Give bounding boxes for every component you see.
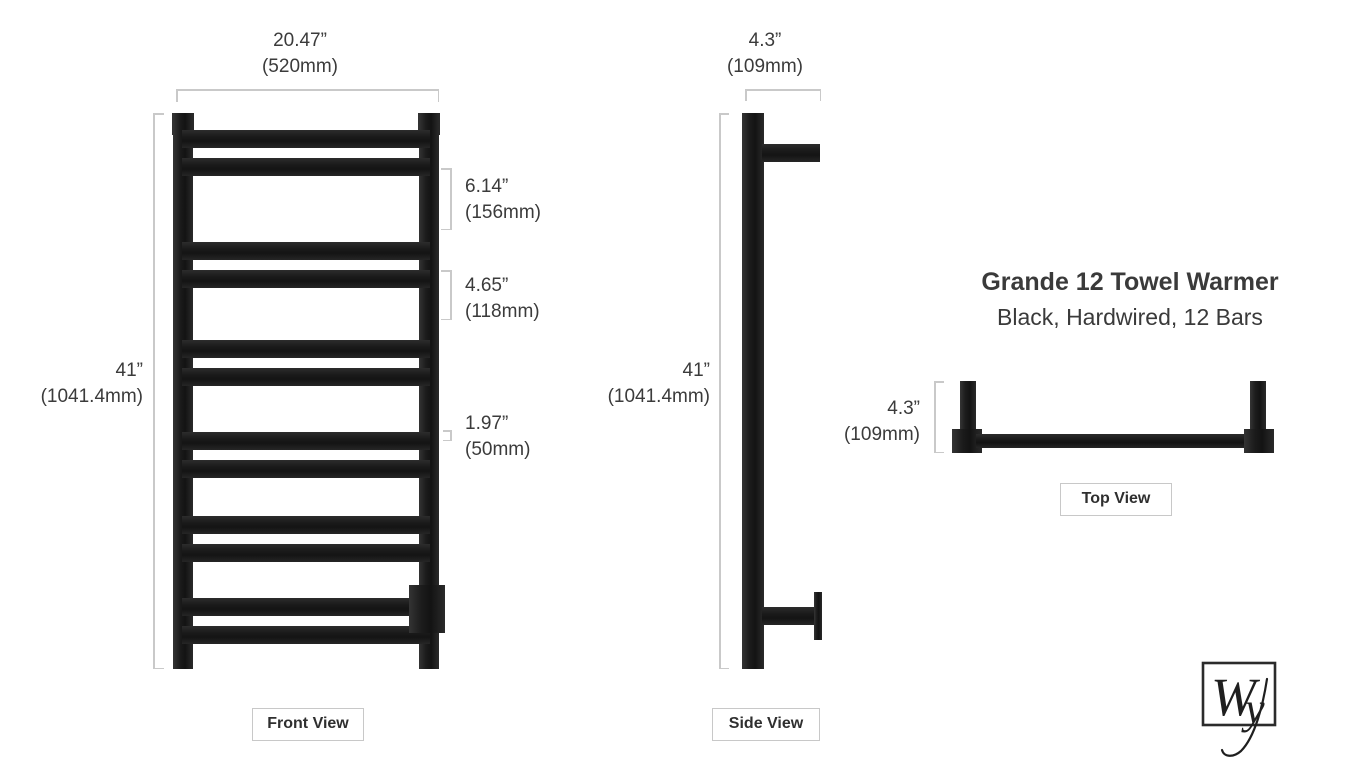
top-view-label: Top View	[1060, 483, 1172, 516]
gap-medium-bracket-tick-bottom	[441, 318, 451, 320]
side-depth-dimension-label: 4.3” (109mm)	[726, 30, 803, 77]
side-height-dimension-label: 41” (1041.4mm)	[607, 360, 710, 407]
side-height-bracket-tick-bottom	[719, 667, 729, 669]
front-towel-bar	[182, 270, 430, 288]
side-view-product	[742, 113, 832, 669]
product-subtitle: Black, Hardwired, 12 Bars	[997, 304, 1263, 330]
gap-small-bracket-line	[450, 430, 452, 441]
front-height-bracket-tick-top	[153, 113, 164, 115]
brand-logo-icon: W y	[1201, 661, 1277, 757]
side-upper-arm	[762, 144, 820, 162]
front-width-dimension-label: 20.47” (520mm)	[261, 30, 338, 77]
side-main-post	[742, 113, 764, 669]
gap-medium-bracket-tick-top	[441, 270, 451, 272]
side-depth-bracket-tick-right	[819, 89, 821, 101]
front-towel-bar	[182, 460, 430, 478]
gap-small-dimension-label: 1.97” (50mm)	[465, 413, 531, 460]
front-towel-bar	[182, 626, 430, 644]
top-view-product	[952, 381, 1282, 461]
front-width-bracket-tick-left	[176, 89, 178, 102]
side-depth-bracket-tick-left	[745, 89, 747, 101]
side-lower-arm-end-cap	[814, 592, 822, 640]
top-left-arm	[960, 381, 976, 439]
front-towel-bar	[182, 158, 430, 176]
gap-large-bracket-tick-top	[441, 168, 451, 170]
top-depth-bracket-line	[934, 381, 936, 453]
product-title: Grande 12 Towel Warmer	[981, 268, 1279, 296]
gap-small-bracket-tick-bottom	[443, 439, 451, 441]
front-bar-group	[172, 113, 440, 669]
gap-small-bracket-tick-top	[443, 430, 451, 432]
front-towel-bar	[182, 598, 430, 616]
control-box	[409, 585, 445, 633]
svg-text:W: W	[1211, 667, 1261, 727]
gap-medium-dimension-label: 4.65” (118mm)	[465, 275, 540, 322]
side-height-bracket-line	[719, 113, 721, 669]
front-view-label: Front View	[252, 708, 364, 741]
gap-large-dimension-label: 6.14” (156mm)	[465, 176, 542, 223]
front-width-bracket-tick-right	[437, 89, 439, 102]
front-towel-bar	[182, 432, 430, 450]
front-towel-bar	[182, 516, 430, 534]
top-depth-bracket-tick-bottom	[934, 451, 944, 453]
top-depth-bracket-tick-top	[934, 381, 944, 383]
side-view-label: Side View	[712, 708, 820, 741]
gap-medium-bracket-line	[450, 270, 452, 320]
brand-logo: W y	[1193, 657, 1293, 765]
front-view-product	[172, 113, 445, 669]
side-lower-arm	[762, 607, 820, 625]
gap-large-bracket-tick-bottom	[441, 228, 451, 230]
top-right-arm	[1250, 381, 1266, 439]
front-height-bracket-line	[153, 113, 155, 669]
side-height-bracket-tick-top	[719, 113, 729, 115]
top-depth-dimension-label: 4.3” (109mm)	[843, 398, 920, 445]
front-towel-bar	[182, 242, 430, 260]
top-right-foot	[1244, 429, 1274, 453]
front-height-bracket-tick-bottom	[153, 667, 164, 669]
front-height-dimension-label: 41” (1041.4mm)	[40, 360, 143, 407]
side-depth-bracket-line	[745, 89, 821, 91]
top-connecting-rail	[976, 434, 1254, 448]
front-towel-bar	[182, 130, 430, 148]
front-width-bracket-line	[176, 89, 439, 91]
front-towel-bar	[182, 368, 430, 386]
gap-large-bracket-line	[450, 168, 452, 230]
front-towel-bar	[182, 544, 430, 562]
front-towel-bar	[182, 340, 430, 358]
